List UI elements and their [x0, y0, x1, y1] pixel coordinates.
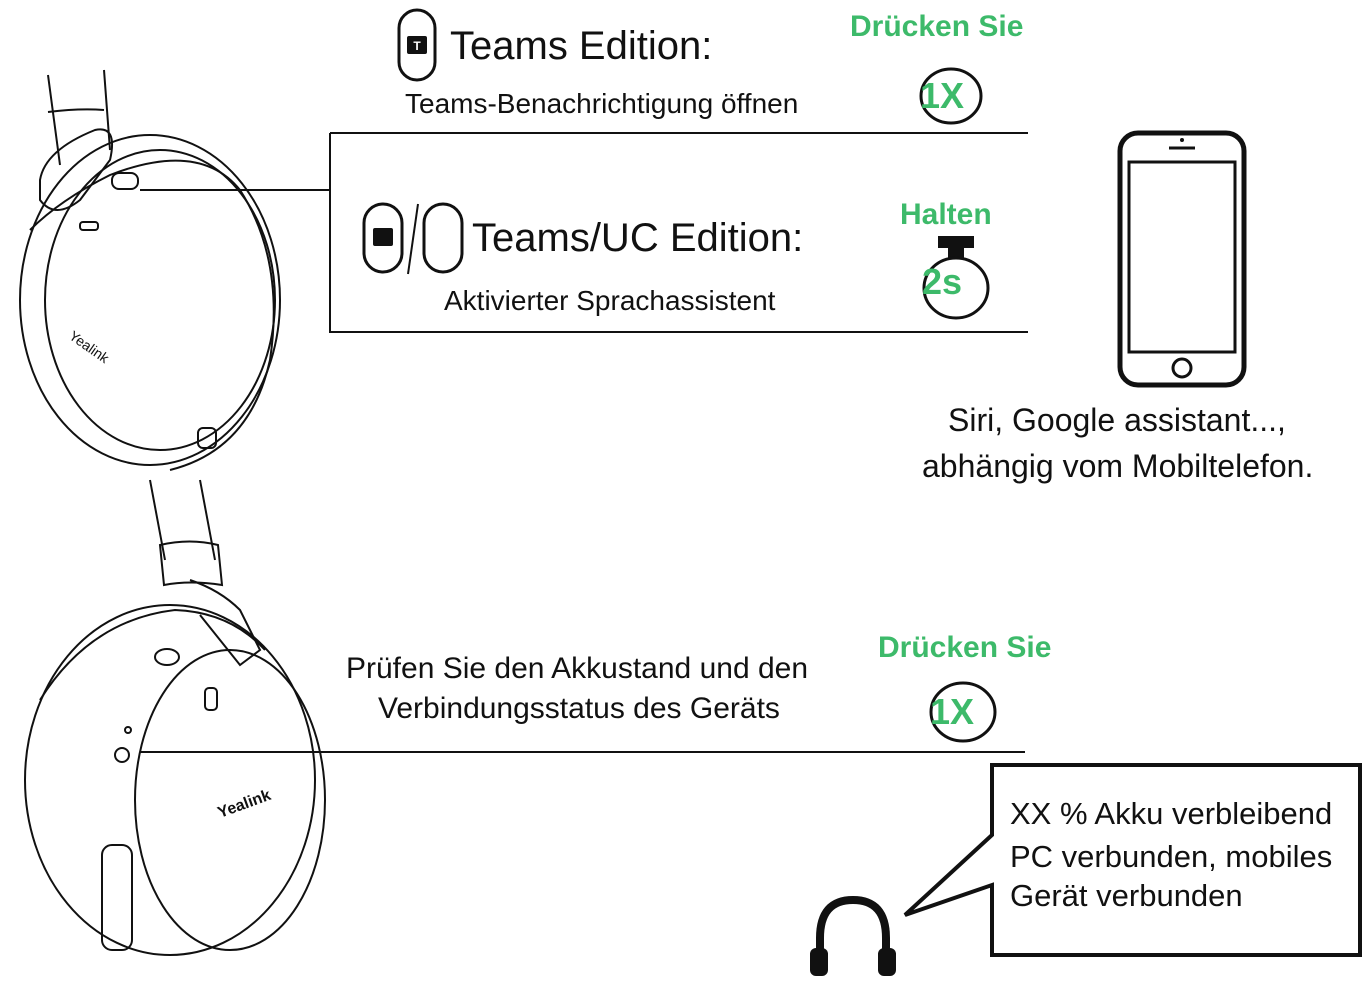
status-action-line2: Verbindungsstatus des Geräts	[378, 692, 780, 725]
uc-edition-title: Teams/UC Edition:	[472, 216, 804, 260]
status-press-count: 1X	[930, 691, 975, 732]
upper-headset-illustration: Yealink	[19, 69, 281, 667]
uc-instruction-label: Halten	[900, 198, 992, 231]
status-instruction-label: Drücken Sie	[878, 631, 1052, 664]
press-button-icon-status	[928, 680, 998, 744]
status-action-line1: Prüfen Sie den Akkustand und den	[346, 652, 809, 685]
uc-hold-duration: 2s	[922, 261, 963, 302]
svg-text:T: T	[413, 39, 421, 53]
uc-bracket	[329, 133, 1028, 333]
headset-icon	[808, 892, 898, 976]
smartphone-icon	[1117, 130, 1247, 388]
teams-edition-title: Teams Edition:	[450, 24, 713, 68]
teams-instruction-label: Drücken Sie	[850, 10, 1024, 43]
uc-button-icon	[362, 200, 467, 278]
bubble-connection-text-2: Gerät verbunden	[1010, 878, 1243, 913]
uc-action-text: Aktivierter Sprachassistent	[444, 285, 776, 316]
bubble-connection-text-1: PC verbunden, mobiles	[1010, 839, 1333, 874]
phone-caption-line1: Siri, Google assistant...,	[948, 402, 1286, 438]
teams-button-icon: T	[397, 8, 437, 82]
bubble-battery-text: XX % Akku verbleibend	[1010, 796, 1333, 831]
lower-headset-illustration: Yealink	[24, 604, 326, 956]
hold-button-icon	[918, 234, 992, 322]
status-bubble-shape	[903, 763, 1362, 957]
svg-text:Yealink: Yealink	[216, 787, 274, 822]
phone-caption-line2: abhängig vom Mobiltelefon.	[922, 448, 1314, 484]
teams-press-count: 1X	[920, 75, 965, 116]
teams-action-text: Teams-Benachrichtigung öffnen	[405, 88, 799, 119]
press-button-icon	[918, 66, 984, 126]
svg-text:Yealink: Yealink	[66, 327, 113, 366]
